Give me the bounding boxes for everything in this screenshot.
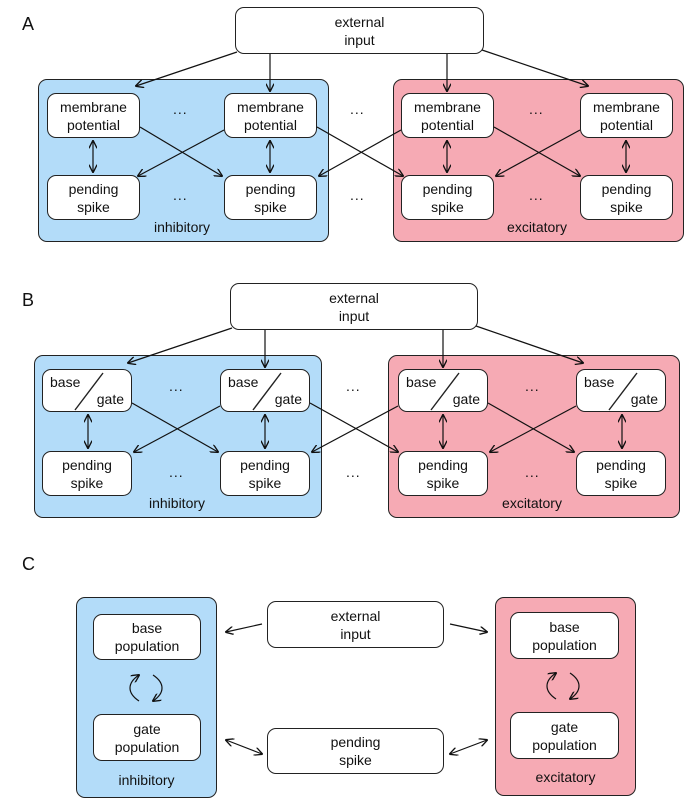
- divider-slash: [430, 372, 460, 411]
- panel-a-excitatory-label: excitatory: [507, 219, 567, 235]
- gate-label: gate: [452, 391, 480, 407]
- panel-a-inh-pending-spike-1: pending spike: [47, 175, 140, 220]
- panel-a-ellipsis: ...: [173, 187, 188, 203]
- panel-b-inh-pending-spike-2: pending spike: [220, 451, 310, 496]
- panel-a-letter: A: [22, 14, 35, 34]
- panel-b-inh-base-gate-2: base gate: [220, 369, 310, 412]
- panel-c-inh-gate-population: gate population: [93, 714, 201, 761]
- panel-a-ellipsis: ...: [350, 187, 365, 203]
- arrow-c-input-to-inh: [226, 623, 263, 632]
- arrow-a-cross-4: [319, 129, 402, 176]
- panel-b-external-input: external input: [230, 283, 478, 330]
- panel-b-ellipsis: ...: [346, 464, 361, 480]
- panel-a-ellipsis: ...: [529, 187, 544, 203]
- panel-a-ellipsis: ...: [173, 101, 188, 117]
- panel-c-exc-base-population: base population: [510, 612, 619, 659]
- panel-c-inhibitory-label: inhibitory: [118, 772, 175, 788]
- panel-a-inh-membrane-potential-2: membrane potential: [224, 93, 317, 138]
- gate-label: gate: [630, 391, 658, 407]
- arrow-c-input-to-exc: [449, 623, 487, 632]
- panel-b-excitatory-label: excitatory: [502, 495, 562, 511]
- panel-c-excitatory-label: excitatory: [535, 769, 596, 785]
- panel-b-ellipsis: ...: [169, 378, 184, 394]
- panel-b-ellipsis: ...: [525, 378, 540, 394]
- arrow-c-spike-inh-bidir: [226, 740, 262, 754]
- panel-b-exc-base-gate-1: base gate: [398, 369, 488, 412]
- panel-b-inh-base-gate-1: base gate: [42, 369, 132, 412]
- panel-c-exc-gate-population: gate population: [510, 712, 619, 759]
- panel-a-ellipsis: ...: [350, 101, 365, 117]
- panel-a-exc-membrane-potential-2: membrane potential: [580, 93, 673, 138]
- panel-c-pending-spike: pending spike: [267, 728, 444, 774]
- panel-b-ellipsis: ...: [346, 378, 361, 394]
- arrow-b-cross-3: [309, 402, 398, 452]
- base-label: base: [228, 374, 259, 390]
- panel-a-exc-membrane-potential-1: membrane potential: [401, 93, 494, 138]
- base-label: base: [406, 374, 437, 390]
- arrow-a-cross-3: [316, 126, 403, 176]
- divider-slash: [608, 372, 638, 411]
- divider-slash: [252, 372, 282, 411]
- panel-b-exc-pending-spike-1: pending spike: [398, 451, 488, 496]
- panel-b-inhibitory-label: inhibitory: [148, 495, 206, 511]
- base-label: base: [584, 374, 615, 390]
- divider-slash: [74, 372, 104, 411]
- panel-a-ellipsis: ...: [529, 101, 544, 117]
- panel-a-external-input: external input: [235, 7, 484, 54]
- arrow-c-spike-exc-bidir: [450, 740, 487, 754]
- gate-label: gate: [274, 391, 302, 407]
- panel-b-inh-pending-spike-1: pending spike: [42, 451, 132, 496]
- panel-b-ellipsis: ...: [169, 464, 184, 480]
- base-label: base: [50, 374, 81, 390]
- panel-c-inh-base-population: base population: [93, 614, 201, 660]
- panel-a-inhibitory-label: inhibitory: [153, 219, 211, 235]
- panel-a-inh-membrane-potential-1: membrane potential: [47, 93, 140, 138]
- panel-b-ellipsis: ...: [525, 464, 540, 480]
- panel-b-exc-base-gate-2: base gate: [576, 369, 666, 412]
- panel-b-letter: B: [22, 290, 35, 310]
- panel-b-exc-pending-spike-2: pending spike: [576, 451, 666, 496]
- panel-c-letter: C: [22, 554, 35, 574]
- panel-c-external-input: external input: [267, 601, 444, 648]
- panel-a-inh-pending-spike-2: pending spike: [224, 175, 317, 220]
- arrow-b-cross-4: [312, 405, 399, 452]
- panel-a-exc-pending-spike-2: pending spike: [580, 175, 673, 220]
- gate-label: gate: [96, 391, 124, 407]
- panel-a-exc-pending-spike-1: pending spike: [401, 175, 494, 220]
